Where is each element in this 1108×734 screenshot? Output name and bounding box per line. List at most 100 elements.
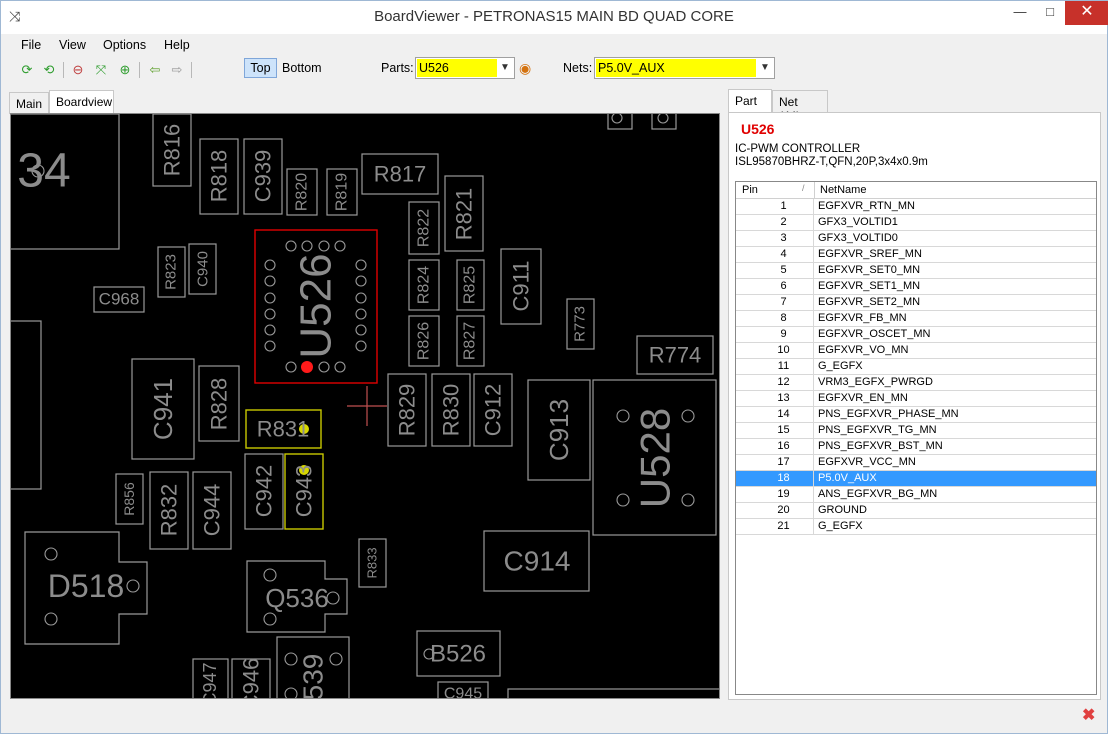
tab-main[interactable]: Main: [9, 92, 49, 114]
component-outline[interactable]: [11, 320, 42, 490]
column-netname[interactable]: NetName: [820, 184, 867, 196]
component-outline[interactable]: [456, 259, 485, 311]
component-outline[interactable]: [244, 453, 284, 530]
component-outline[interactable]: [456, 315, 485, 367]
tab-boardview[interactable]: Boardview: [49, 90, 114, 114]
zoom-in-icon[interactable]: ⊕: [119, 62, 131, 77]
selected-part-outline[interactable]: [254, 229, 378, 384]
component-outline[interactable]: [387, 373, 427, 447]
component-outline[interactable]: [11, 114, 120, 250]
component-outline[interactable]: [437, 681, 489, 699]
component-outline[interactable]: [192, 471, 232, 550]
title-bar[interactable]: ⤨ BoardViewer - PETRONAS15 MAIN BD QUAD …: [1, 1, 1108, 34]
component-outline[interactable]: [636, 335, 714, 375]
component-outline[interactable]: [93, 286, 145, 313]
menu-help[interactable]: Help: [164, 38, 190, 52]
maximize-button[interactable]: □: [1046, 4, 1054, 19]
component-outline[interactable]: [527, 379, 591, 481]
component-outline[interactable]: [358, 538, 387, 588]
column-pin[interactable]: Pin: [742, 184, 758, 196]
component-outline[interactable]: [566, 298, 595, 350]
component-outline[interactable]: [24, 531, 148, 645]
rotate-green-icon[interactable]: ⟲: [43, 62, 55, 77]
component-outline[interactable]: [149, 471, 189, 550]
parts-combo[interactable]: U526 ▼: [415, 57, 515, 79]
top-side-button[interactable]: Top: [244, 58, 277, 78]
component-outline[interactable]: [243, 138, 283, 215]
zoom-out-icon[interactable]: ⊖: [72, 62, 84, 77]
chevron-down-icon[interactable]: ▼: [500, 62, 510, 73]
close-button[interactable]: ✕: [1065, 1, 1108, 25]
selected-pin-marker[interactable]: [301, 361, 313, 373]
net-pin-marker[interactable]: [299, 424, 309, 434]
menu-view[interactable]: View: [59, 38, 86, 52]
component-outline[interactable]: [416, 630, 501, 677]
eye-icon[interactable]: ◉: [519, 60, 532, 76]
minimize-button[interactable]: —: [1013, 4, 1027, 19]
component-outline[interactable]: [188, 243, 217, 295]
red-x-icon[interactable]: ✖: [1082, 707, 1096, 724]
component-outline[interactable]: [408, 315, 440, 367]
component-outline[interactable]: [361, 153, 439, 195]
component-outline[interactable]: [157, 246, 186, 298]
fit-icon[interactable]: ⤧: [95, 62, 107, 77]
component-outline[interactable]: [592, 379, 717, 536]
component-outline[interactable]: [192, 658, 229, 699]
component-outline[interactable]: [500, 248, 542, 325]
component-outline[interactable]: [286, 168, 318, 216]
board-canvas[interactable]: 34 R816 R818 C939 R820 R819 R817 R821 R8…: [10, 113, 720, 699]
refresh-green-icon[interactable]: ⟳: [21, 62, 33, 77]
board-drawing[interactable]: 34 R816 R818 C939 R820 R819 R817 R821 R8…: [11, 114, 720, 699]
component-outline[interactable]: [507, 688, 720, 699]
component-outline[interactable]: [651, 114, 677, 130]
column-divider[interactable]: [814, 182, 815, 199]
bottom-side-button[interactable]: Bottom: [282, 61, 322, 75]
back-arrow-icon[interactable]: ⇦: [149, 62, 161, 77]
component-outline[interactable]: [231, 658, 271, 699]
component-outline[interactable]: [408, 201, 440, 255]
component-outline[interactable]: [483, 530, 590, 592]
net-highlight-outline[interactable]: [284, 453, 324, 530]
tab-part[interactable]: Part: [728, 89, 772, 112]
component-outline[interactable]: [431, 373, 471, 447]
component-outline[interactable]: [276, 636, 350, 699]
crossed-arrows-icon[interactable]: ⤨: [9, 8, 21, 24]
nets-combo[interactable]: P5.0V_AUX ▼: [594, 57, 775, 79]
tab-net[interactable]: Net (44): [772, 90, 828, 123]
component-outline[interactable]: [152, 114, 192, 187]
net-highlight-outline[interactable]: [245, 409, 322, 449]
component-outline[interactable]: [131, 358, 195, 460]
forward-arrow-icon[interactable]: ⇨: [171, 62, 183, 77]
menu-file[interactable]: File: [21, 38, 42, 52]
component-outline[interactable]: [326, 168, 358, 216]
menu-options[interactable]: Options: [103, 38, 147, 52]
component-outline[interactable]: [473, 373, 513, 447]
component-outline[interactable]: [607, 114, 633, 130]
component-outline[interactable]: [115, 473, 144, 525]
component-outline[interactable]: [444, 175, 484, 252]
component-outline[interactable]: [199, 138, 239, 215]
chevron-down-icon[interactable]: ▼: [760, 62, 770, 73]
